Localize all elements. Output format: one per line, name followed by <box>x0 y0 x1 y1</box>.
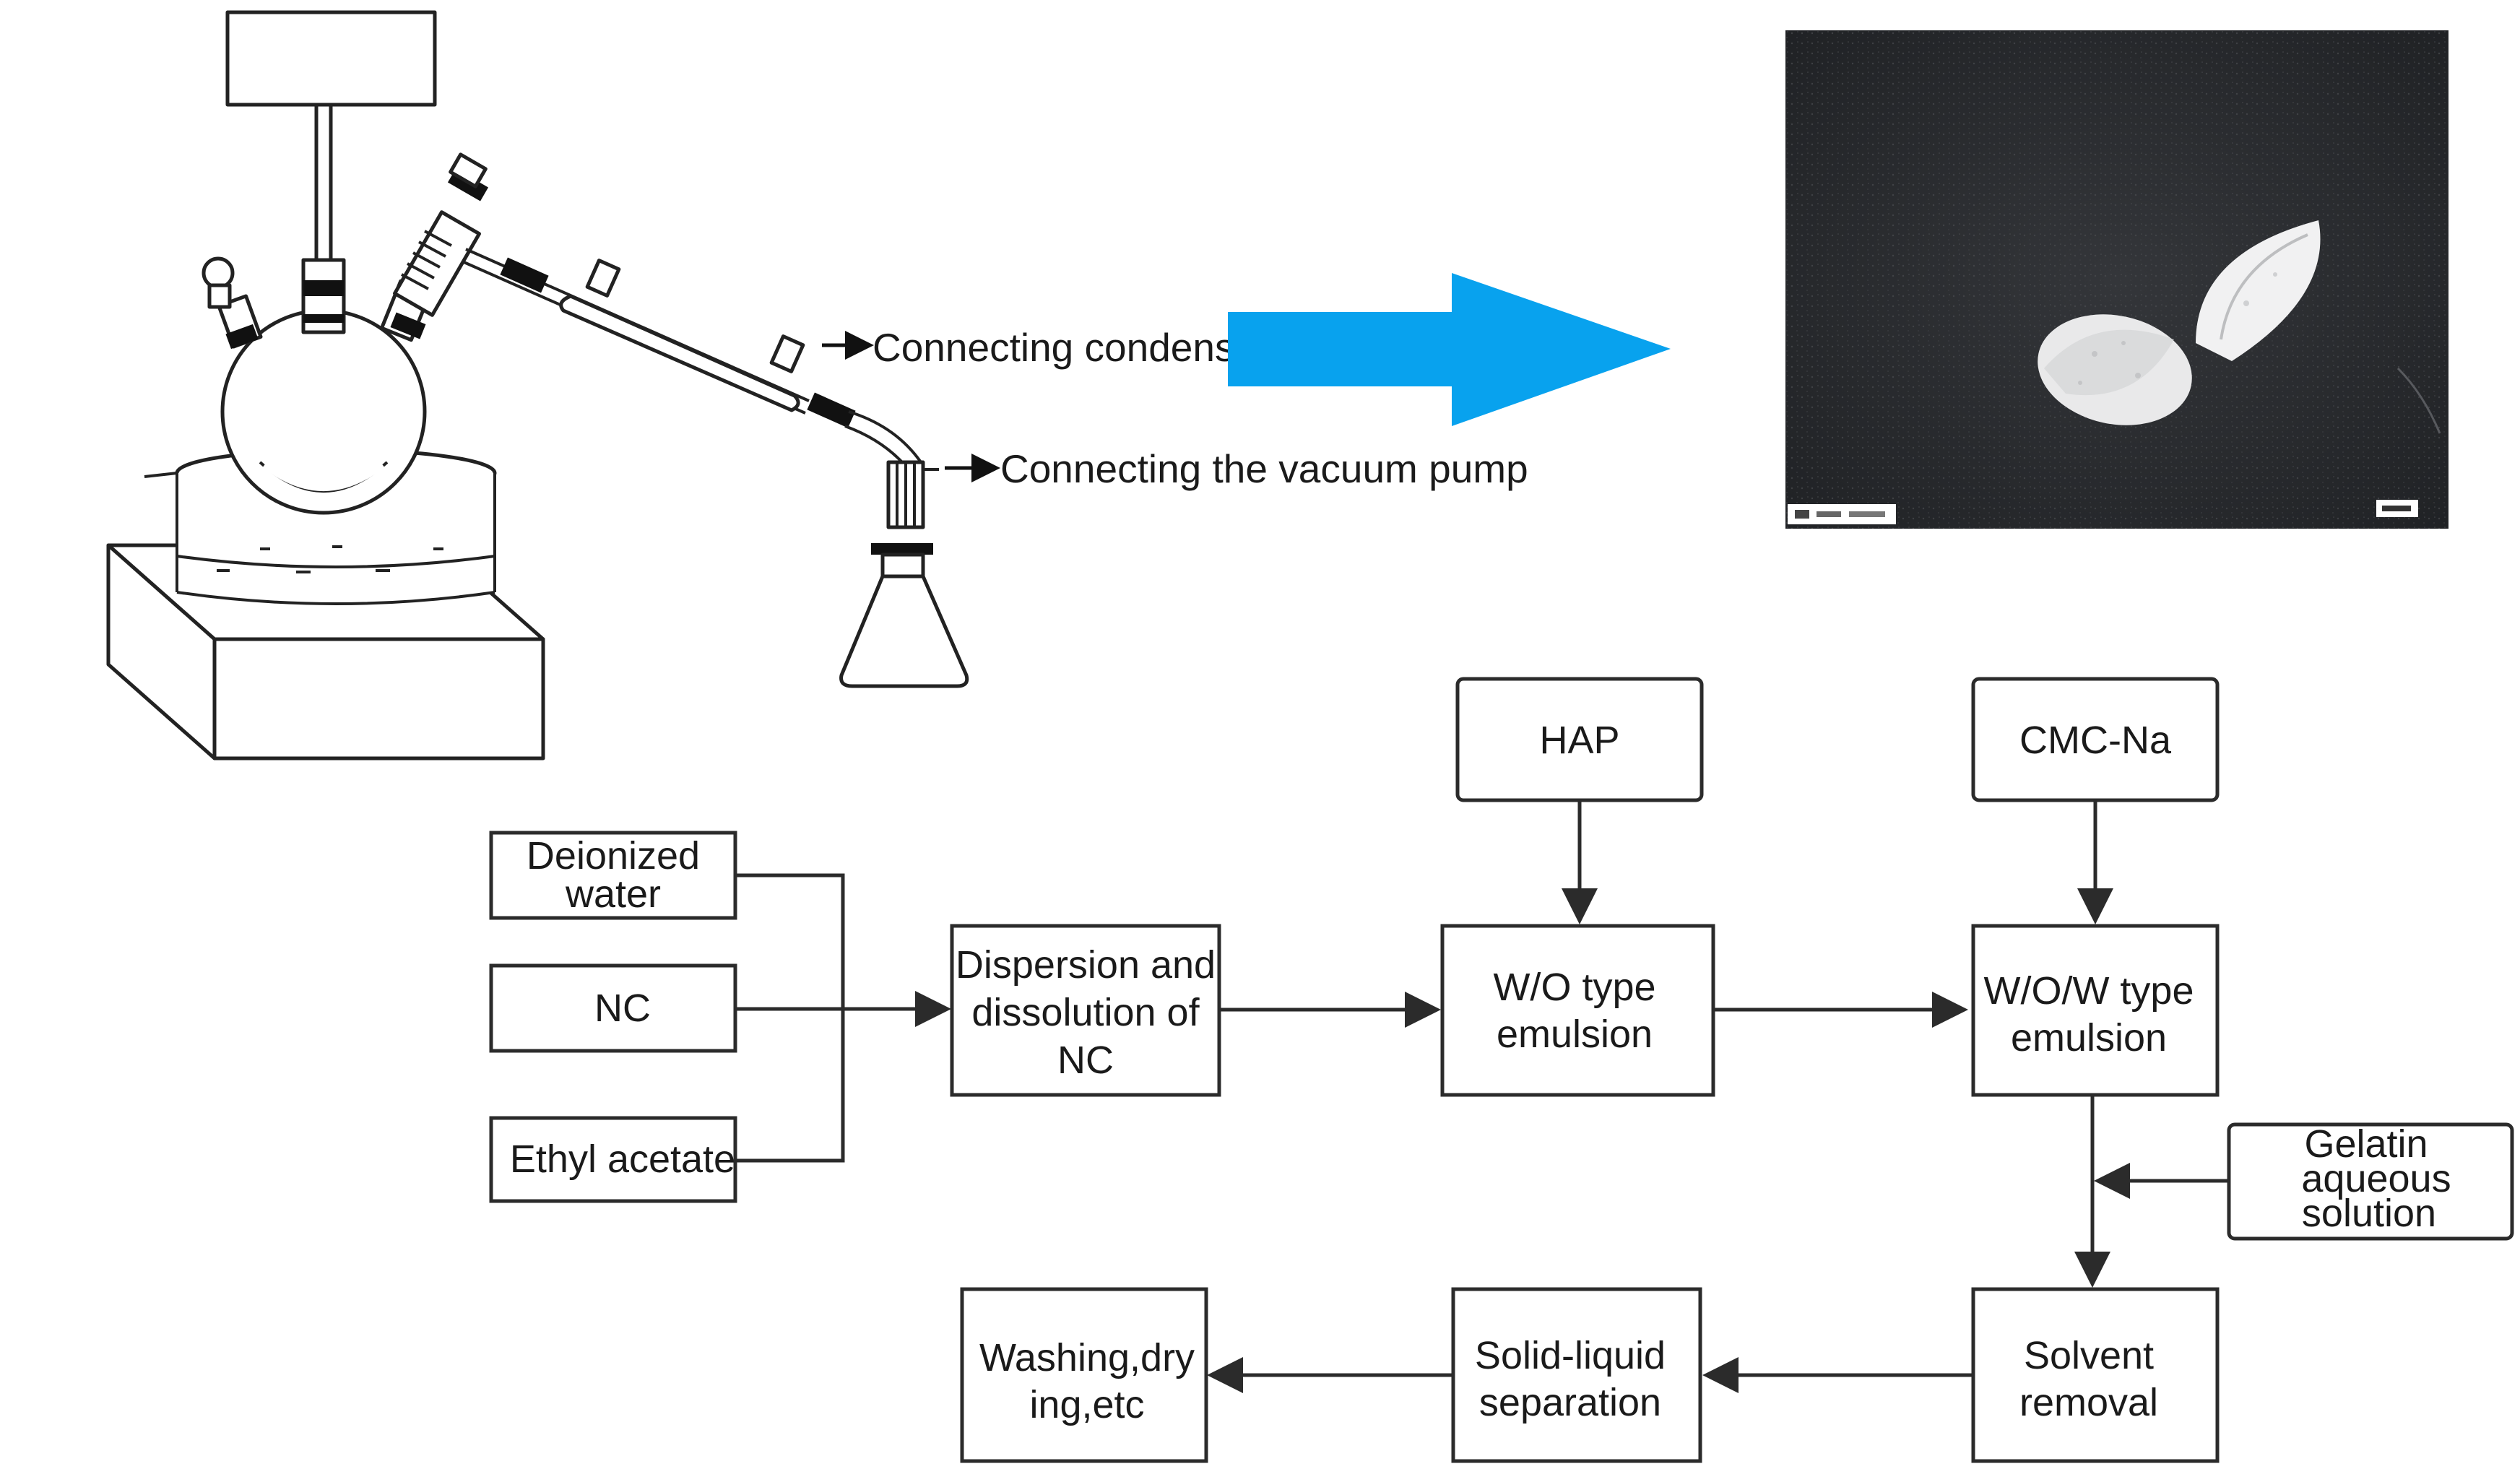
blue-process-arrow <box>1228 273 1671 426</box>
svg-text:HAP: HAP <box>1539 719 1619 762</box>
input-ethyl-acetate: Ethyl acetate <box>489 1116 737 1203</box>
input-nc: NC <box>489 963 737 1053</box>
svg-text:Deionized: Deionized <box>527 834 700 878</box>
svg-text:Solvent: Solvent <box>2024 1334 2154 1377</box>
svg-text:water: water <box>565 872 661 916</box>
svg-text:Washing,dry: Washing,dry <box>979 1336 1195 1379</box>
svg-text:dissolution of: dissolution of <box>971 991 1200 1034</box>
svg-text:W/O type: W/O type <box>1493 966 1655 1009</box>
receiving-flask <box>839 543 969 688</box>
additive-cmc-na: CMC-Na <box>1971 677 2220 802</box>
distillation-apparatus: Connecting condensate Connecting the vac… <box>106 10 1528 760</box>
label-connecting-condensate: Connecting condensate <box>873 325 1290 370</box>
svg-text:Solid-liquid: Solid-liquid <box>1475 1334 1666 1377</box>
input-bracket <box>735 873 845 1163</box>
step-solid-liquid-separation: Solid-liquid separation <box>1451 1287 1702 1463</box>
input-deionized-water: Deionized water <box>489 831 737 920</box>
svg-text:Gelatin: Gelatin <box>2304 1122 2428 1166</box>
additive-gelatin-solution: Gelatin aqueous solution <box>2227 1122 2514 1241</box>
svg-text:aqueous: aqueous <box>2301 1157 2451 1200</box>
svg-text:CMC-Na: CMC-Na <box>2019 719 2172 762</box>
svg-text:NC: NC <box>594 987 651 1030</box>
label-connecting-vacuum-pump: Connecting the vacuum pump <box>1000 446 1528 491</box>
svg-text:removal: removal <box>2019 1381 2158 1424</box>
step-washing-drying: Washing,dry ing,etc <box>960 1287 1208 1463</box>
svg-text:ing,etc: ing,etc <box>1029 1383 1144 1426</box>
svg-text:Ethyl acetate: Ethyl acetate <box>510 1138 735 1181</box>
svg-text:emulsion: emulsion <box>1497 1013 1653 1056</box>
microsphere-photo <box>1785 30 2448 529</box>
step-wow-emulsion: W/O/W type emulsion <box>1971 924 2220 1097</box>
stirrer-motor <box>225 10 437 107</box>
microsphere-particle-2 <box>2196 220 2321 361</box>
heating-plate <box>106 543 545 760</box>
additive-hap: HAP <box>1455 677 1704 802</box>
step-solvent-removal: Solvent removal <box>1971 1287 2220 1463</box>
three-neck-flask <box>202 256 433 515</box>
svg-text:emulsion: emulsion <box>2011 1016 2167 1060</box>
svg-text:separation: separation <box>1479 1381 1661 1424</box>
microsphere-particle-1 <box>2038 314 2192 425</box>
svg-text:Dispersion and: Dispersion and <box>956 943 1216 987</box>
distillation-head <box>393 152 489 317</box>
step-wo-emulsion: W/O type emulsion <box>1440 924 1715 1097</box>
svg-text:W/O/W type: W/O/W type <box>1983 969 2194 1013</box>
svg-text:NC: NC <box>1057 1039 1114 1082</box>
step-dispersion-dissolution: Dispersion and dissolution of NC <box>950 924 1221 1097</box>
svg-text:solution: solution <box>2302 1192 2436 1235</box>
receiving-adapter <box>844 410 939 529</box>
condenser <box>462 248 856 428</box>
flow-chart: Deionized water NC Ethyl acetate Dispers… <box>489 677 2514 1463</box>
